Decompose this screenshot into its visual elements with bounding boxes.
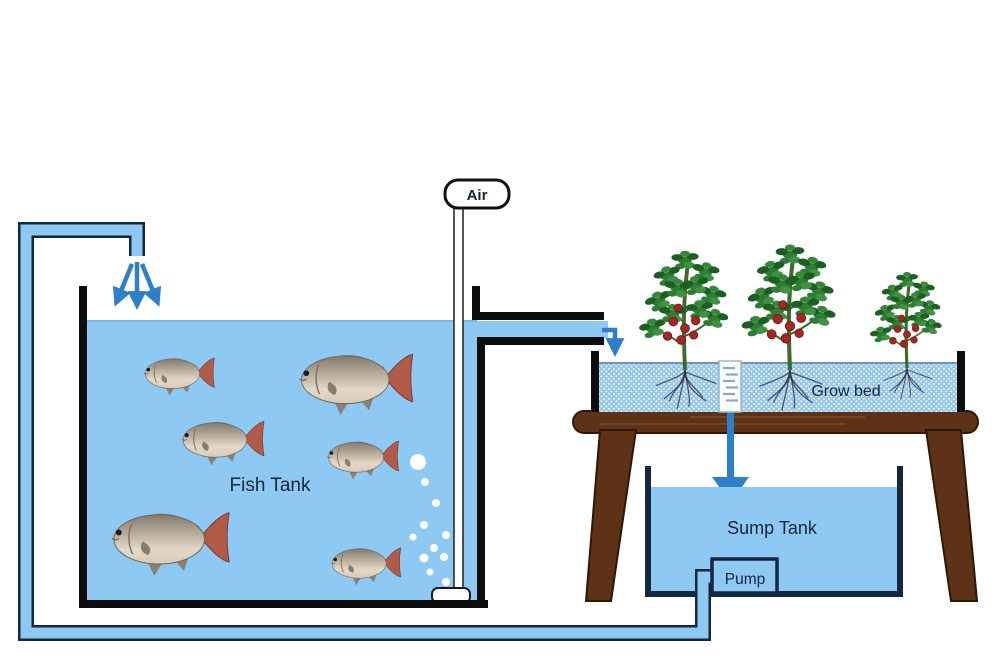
grow-bed-wall-right [957, 351, 965, 412]
air-source: Air [443, 178, 511, 210]
pump-label: Pump [725, 571, 766, 588]
grow-bed-wall-left [591, 351, 599, 412]
table-leg-left [584, 429, 638, 602]
table-leg-right [924, 429, 979, 602]
standpipe [718, 360, 742, 413]
bed-inlet-arrow [602, 327, 625, 358]
tank-wall-right-upper [472, 286, 480, 316]
fish-tank-label: Fish Tank [230, 475, 311, 496]
sump-tank-label: Sump Tank [727, 518, 818, 538]
tank-wall-right-lower [477, 338, 485, 600]
outlet-channel-bottom [477, 337, 604, 345]
pump-box [710, 557, 779, 595]
air-capsule [443, 178, 511, 210]
outlet-channel-top [472, 312, 604, 320]
grow-bed-label: Grow bed [811, 383, 880, 400]
tank-wall-left [79, 286, 87, 607]
return-pipe [18, 222, 722, 641]
pump: Pump [710, 557, 779, 595]
air-bubbles [409, 454, 450, 586]
air-label: Air [467, 187, 488, 204]
sump-wall-left [645, 466, 651, 597]
grow-bed-assembly: Grow bed [572, 245, 979, 602]
sump-wall-right [897, 466, 903, 597]
air-tube [453, 206, 464, 591]
water-inlet-arrows [112, 262, 162, 311]
outlet-channel-water [477, 321, 608, 338]
tank-wall-bottom [79, 600, 488, 608]
fish-tank: Fish Tank [79, 206, 608, 608]
